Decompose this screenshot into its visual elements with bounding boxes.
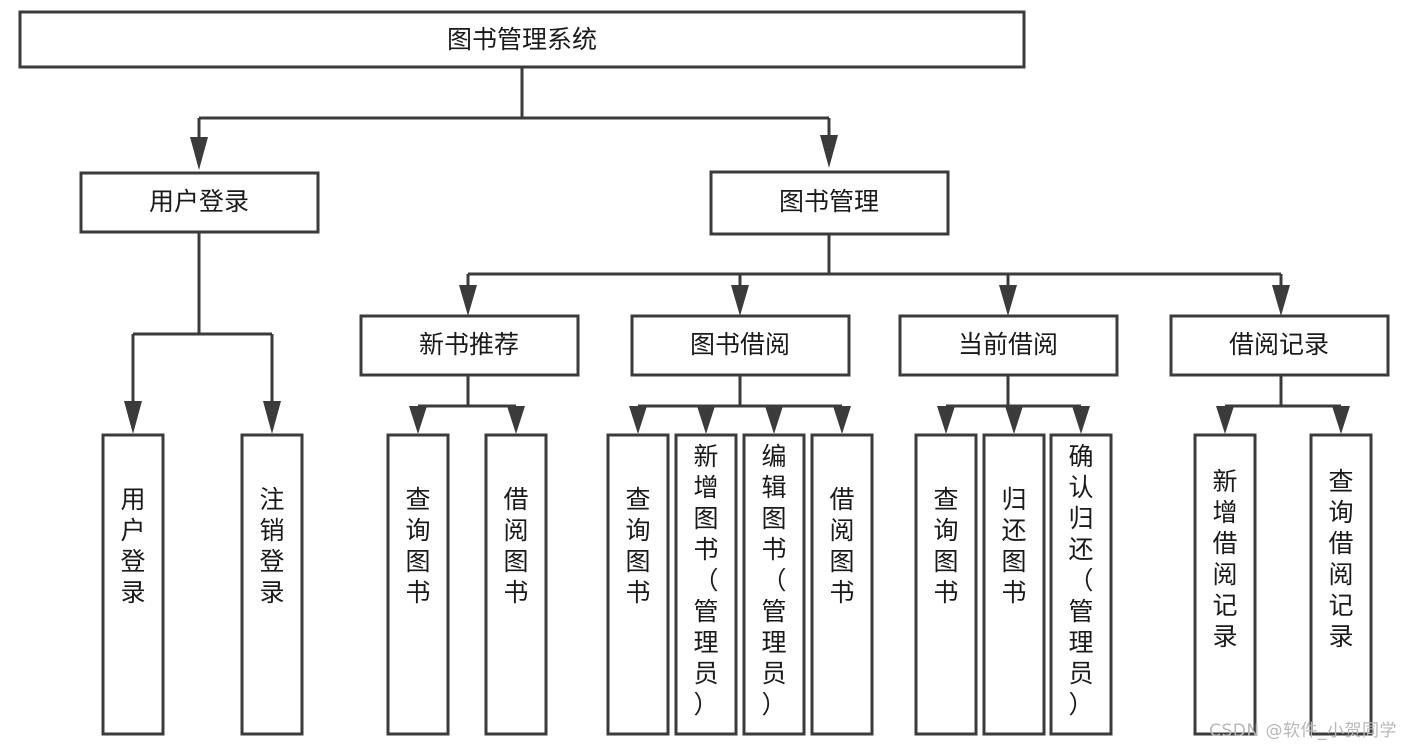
arrow-head-leaf-query-record — [1332, 406, 1350, 434]
arrow-head-leaf-borrow-book-1 — [507, 406, 525, 434]
node-leaf-borrow-book-1-label: 借阅图书 — [503, 485, 528, 607]
arrow-head-leaf-query-book-2 — [629, 406, 647, 434]
node-leaf-logout-label: 注销登录 — [259, 485, 284, 607]
arrow-head-leaf-add-record — [1216, 406, 1234, 434]
node-new-book-recommend-box[interactable] — [359, 314, 580, 377]
node-leaf-query-book-1[interactable]: 查询图书 — [386, 433, 450, 736]
node-leaf-query-record-label: 查询借阅记录 — [1328, 467, 1353, 651]
node-leaf-user-login-box[interactable] — [101, 433, 165, 736]
node-new-book-recommend-label: 新书推荐 — [419, 330, 519, 359]
node-user-login-label: 用户登录 — [149, 187, 249, 216]
node-leaf-query-book-2-box[interactable] — [606, 433, 670, 736]
arrow-head-leaf-user-login — [124, 401, 142, 434]
node-borrow-record[interactable]: 借阅记录 — [1169, 314, 1390, 377]
node-leaf-borrow-book-1-box[interactable] — [484, 433, 548, 736]
arrow-head-leaf-query-book-3 — [937, 406, 955, 434]
node-leaf-add-record-box[interactable] — [1193, 433, 1257, 736]
node-book-borrow-box[interactable] — [630, 314, 851, 377]
node-leaf-return-book-label: 归还图书 — [1001, 485, 1026, 607]
arrow-head-current-borrow — [999, 285, 1017, 316]
connector-layer — [124, 67, 1350, 434]
node-leaf-borrow-book-2-box[interactable] — [810, 433, 874, 736]
node-leaf-borrow-book-2[interactable]: 借阅图书 — [810, 433, 874, 736]
arrow-head-book-management — [820, 135, 838, 168]
node-leaf-query-record-box[interactable] — [1309, 433, 1373, 736]
node-leaf-edit-book-label: 编辑图书（管理员） — [761, 442, 786, 719]
node-leaf-query-book-1-box[interactable] — [386, 433, 450, 736]
node-leaf-confirm-return-label: 确认归还（管理员） — [1068, 442, 1093, 719]
node-book-borrow-label: 图书借阅 — [690, 330, 790, 359]
node-book-management-box[interactable] — [709, 170, 950, 236]
arrow-head-new-book-recommend — [459, 285, 477, 316]
node-leaf-query-book-1-label: 查询图书 — [405, 485, 430, 607]
node-new-book-recommend[interactable]: 新书推荐 — [359, 314, 580, 377]
node-borrow-record-label: 借阅记录 — [1229, 330, 1329, 359]
arrow-head-leaf-add-book — [697, 406, 715, 434]
node-leaf-query-book-3[interactable]: 查询图书 — [914, 433, 978, 736]
node-leaf-return-book[interactable]: 归还图书 — [982, 433, 1046, 736]
node-leaf-borrow-book-2-label: 借阅图书 — [829, 485, 854, 607]
node-leaf-add-book-box[interactable] — [674, 433, 738, 736]
node-user-login[interactable]: 用户登录 — [79, 171, 320, 234]
node-leaf-logout-box[interactable] — [240, 433, 304, 736]
arrow-head-leaf-confirm-return — [1072, 406, 1090, 434]
node-leaf-edit-book[interactable]: 编辑图书（管理员） — [742, 433, 806, 736]
node-user-login-box[interactable] — [79, 171, 320, 234]
node-book-management[interactable]: 图书管理 — [709, 170, 950, 236]
arrow-head-leaf-borrow-book-2 — [833, 406, 851, 434]
node-current-borrow-box[interactable] — [898, 314, 1119, 377]
node-leaf-edit-book-box[interactable] — [742, 433, 806, 736]
node-title-label: 图书管理系统 — [447, 25, 597, 54]
node-leaf-query-record[interactable]: 查询借阅记录 — [1309, 433, 1373, 736]
node-book-borrow[interactable]: 图书借阅 — [630, 314, 851, 377]
node-leaf-confirm-return[interactable]: 确认归还（管理员） — [1049, 433, 1113, 736]
node-leaf-add-record[interactable]: 新增借阅记录 — [1193, 433, 1257, 736]
node-borrow-record-box[interactable] — [1169, 314, 1390, 377]
node-leaf-borrow-book-1[interactable]: 借阅图书 — [484, 433, 548, 736]
arrow-head-leaf-logout — [263, 401, 281, 434]
arrow-head-book-borrow — [731, 285, 749, 316]
node-leaf-add-record-label: 新增借阅记录 — [1212, 467, 1237, 651]
arrow-head-user-login — [190, 137, 208, 170]
node-current-borrow[interactable]: 当前借阅 — [898, 314, 1119, 377]
arrow-head-leaf-query-book-1 — [409, 406, 427, 434]
node-leaf-confirm-return-box[interactable] — [1049, 433, 1113, 736]
arrow-head-leaf-return-book — [1005, 406, 1023, 434]
node-book-management-label: 图书管理 — [779, 187, 879, 216]
node-leaf-user-login[interactable]: 用户登录 — [101, 433, 165, 736]
node-current-borrow-label: 当前借阅 — [958, 330, 1058, 359]
node-leaf-query-book-3-label: 查询图书 — [933, 485, 958, 607]
node-leaf-add-book[interactable]: 新增图书（管理员） — [674, 433, 738, 736]
arrow-head-borrow-record — [1272, 285, 1290, 316]
node-leaf-query-book-2-label: 查询图书 — [625, 485, 650, 607]
node-leaf-return-book-box[interactable] — [982, 433, 1046, 736]
node-title[interactable]: 图书管理系统 — [18, 10, 1026, 69]
node-leaf-add-book-label: 新增图书（管理员） — [693, 442, 718, 719]
node-leaf-user-login-label: 用户登录 — [120, 485, 145, 607]
node-leaf-logout[interactable]: 注销登录 — [240, 433, 304, 736]
arrow-head-leaf-edit-book — [765, 406, 783, 434]
node-leaf-query-book-2[interactable]: 查询图书 — [606, 433, 670, 736]
node-title-box[interactable] — [18, 10, 1026, 69]
node-leaf-query-book-3-box[interactable] — [914, 433, 978, 736]
